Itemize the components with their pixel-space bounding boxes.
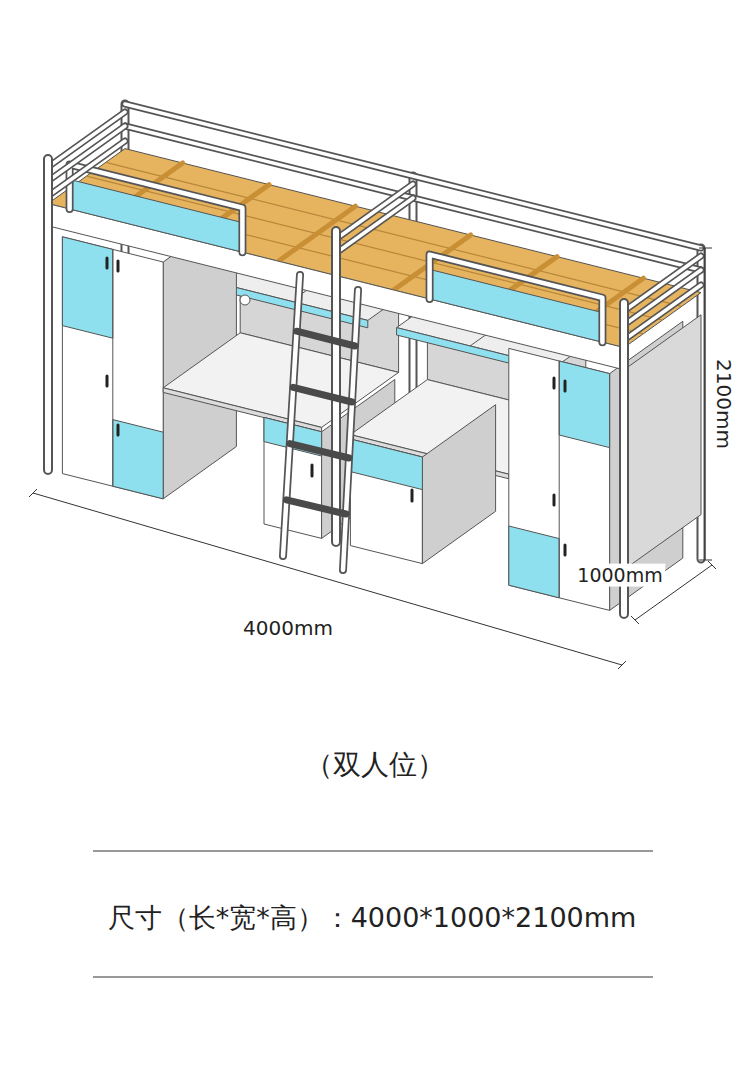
bed-platform (48, 149, 701, 370)
handles (117, 425, 120, 435)
dimension-lines (708, 561, 716, 569)
dimension-lines (29, 489, 37, 497)
right-desk (559, 361, 609, 448)
separator-lines (93, 851, 653, 977)
front-frame (48, 159, 624, 614)
handles (564, 545, 567, 555)
ladder (290, 444, 349, 458)
ladder (283, 275, 358, 570)
ladder (286, 500, 346, 514)
separator-lines (93, 851, 653, 852)
separator-lines (93, 977, 653, 978)
handles (553, 378, 556, 388)
handles (553, 495, 556, 505)
dimension-lines (699, 560, 712, 561)
spec-text: 尺寸（长*宽*高）：4000*1000*2100mm (108, 902, 637, 934)
dimension-label: 2100mm (712, 359, 736, 449)
front-frame (48, 112, 701, 340)
handles (411, 490, 414, 501)
ladder (283, 275, 358, 570)
handles (564, 381, 567, 391)
handles (311, 465, 314, 476)
caption: （双人位） (305, 748, 445, 782)
right-desk (350, 439, 422, 564)
left-desk (62, 237, 112, 338)
dimension-lines (631, 616, 639, 624)
left-desk (113, 420, 163, 499)
right-desk (422, 405, 495, 564)
dimension-lines (705, 248, 706, 560)
dimension-lines (29, 248, 716, 669)
right-desk (350, 439, 422, 490)
right-desk (509, 526, 559, 598)
dimension-label: 4000mm (243, 616, 333, 640)
handles (106, 376, 109, 386)
left-desk (62, 237, 163, 499)
dimension-lines (33, 493, 622, 665)
right-desk (624, 315, 701, 570)
ladder (297, 331, 355, 346)
handles (106, 258, 109, 268)
front-frame (48, 159, 624, 614)
front-frame (48, 112, 701, 614)
dimension-label: 1000mm (574, 564, 665, 587)
ladder (293, 387, 352, 402)
right-desk (559, 361, 560, 598)
front-frame (48, 112, 701, 340)
handles (117, 261, 120, 271)
left-desk (112, 249, 113, 486)
left-desk (240, 295, 250, 305)
dimension-lines (618, 661, 626, 669)
ladder (283, 275, 358, 570)
dimension-lines (699, 248, 712, 249)
